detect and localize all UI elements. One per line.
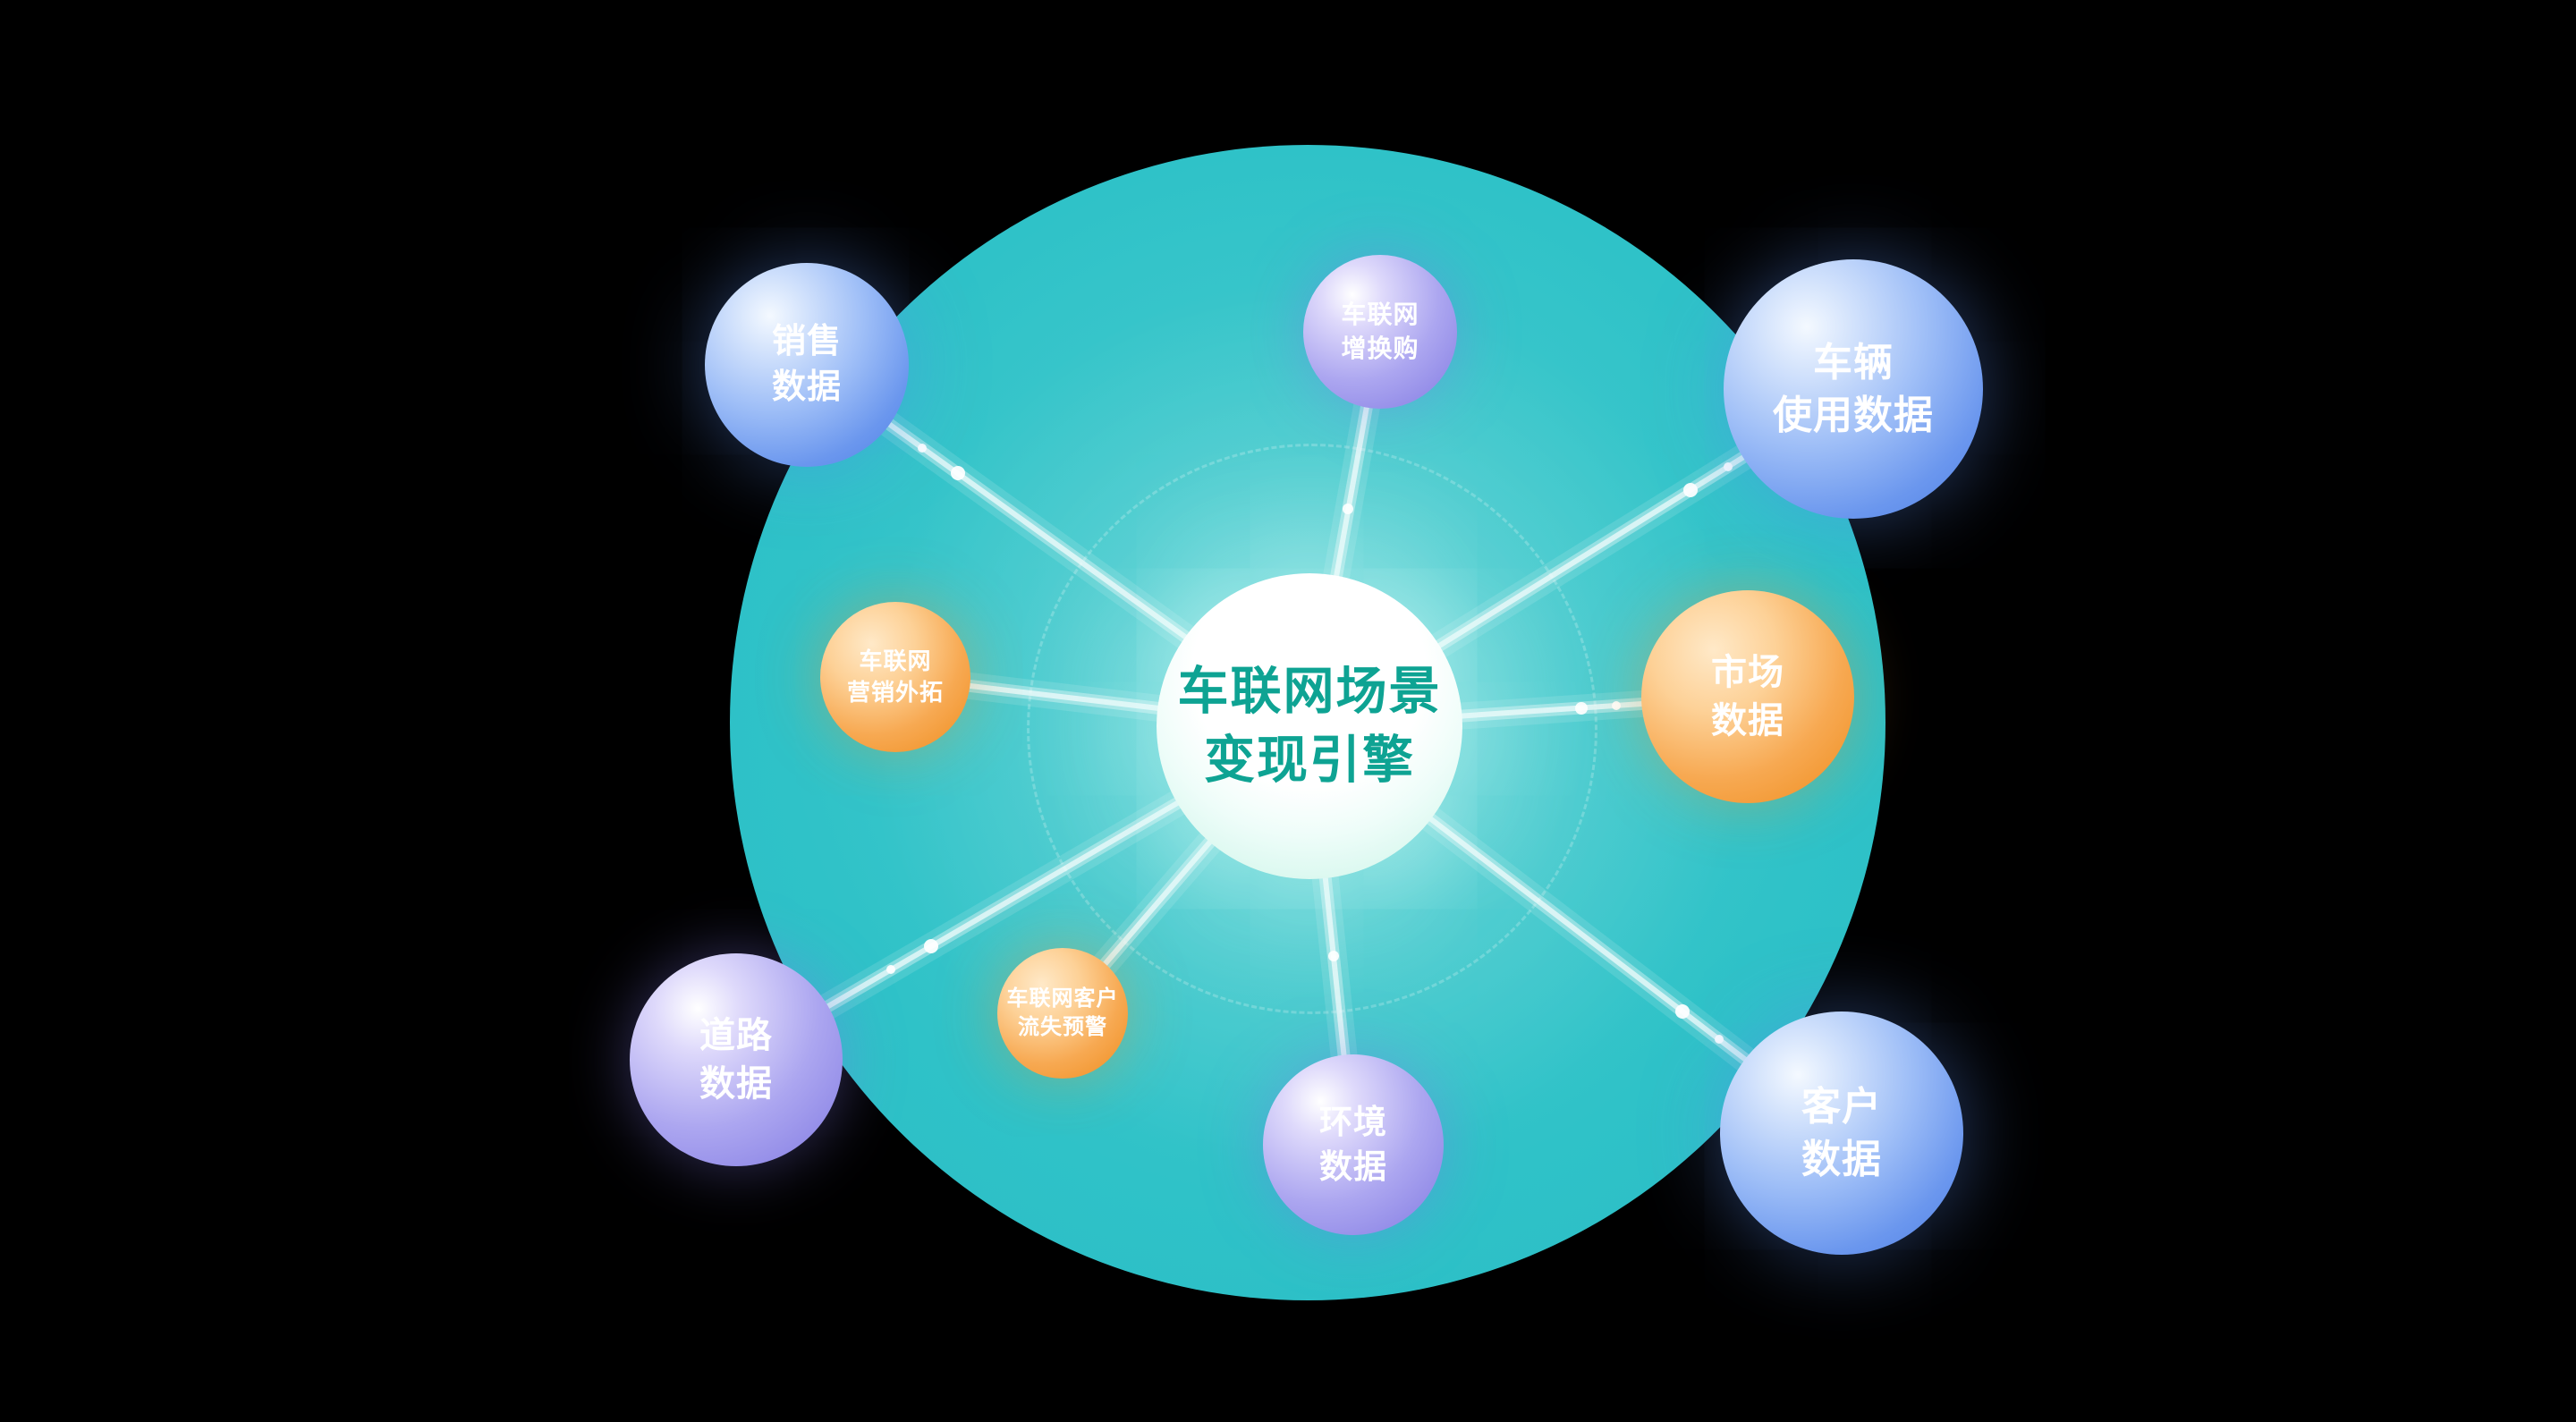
hub-circle: 车联网场景 变现引擎 [1157,573,1462,879]
node-marketing-outreach: 车联网 营销外拓 [820,602,970,752]
node-label-line: 道路 [699,1016,773,1055]
node-label-line: 销售 [771,322,842,360]
node-label-line: 使用数据 [1773,394,1934,437]
node-customer-data: 客户 数据 [1720,1011,1963,1255]
node-label-line: 环境 [1319,1104,1387,1141]
node-label-line: 增换购 [1341,334,1419,362]
node-trade-in: 车联网 增换购 [1303,255,1457,409]
node-label-line: 数据 [1801,1138,1882,1181]
node-label-line: 数据 [771,368,842,406]
node-label-line: 客户 [1801,1084,1882,1129]
node-market-data: 市场 数据 [1641,590,1854,803]
node-label-line: 数据 [1711,701,1784,741]
node-label-line: 数据 [1319,1148,1387,1185]
hub-title-line: 变现引擎 [1204,732,1415,789]
node-label-line: 营销外拓 [846,679,944,706]
node-label-line: 市场 [1711,653,1784,692]
node-label-line: 车联网 [1341,300,1419,329]
node-label-line: 车辆 [1813,340,1894,385]
beam-dots [886,444,1733,1044]
node-environment-data: 环境 数据 [1263,1054,1444,1235]
node-churn-warning: 车联网客户 流失预警 [997,948,1128,1079]
node-sales-data: 销售 数据 [705,263,909,467]
node-road-data: 道路 数据 [630,953,843,1166]
node-label-line: 车联网 [859,647,932,674]
hub-title-line: 车联网场景 [1177,663,1442,721]
node-label-line: 流失预警 [1018,1015,1107,1039]
node-vehicle-usage-data: 车辆 使用数据 [1724,259,1983,519]
node-label-line: 数据 [699,1064,773,1104]
node-label-line: 车联网客户 [1006,986,1119,1011]
